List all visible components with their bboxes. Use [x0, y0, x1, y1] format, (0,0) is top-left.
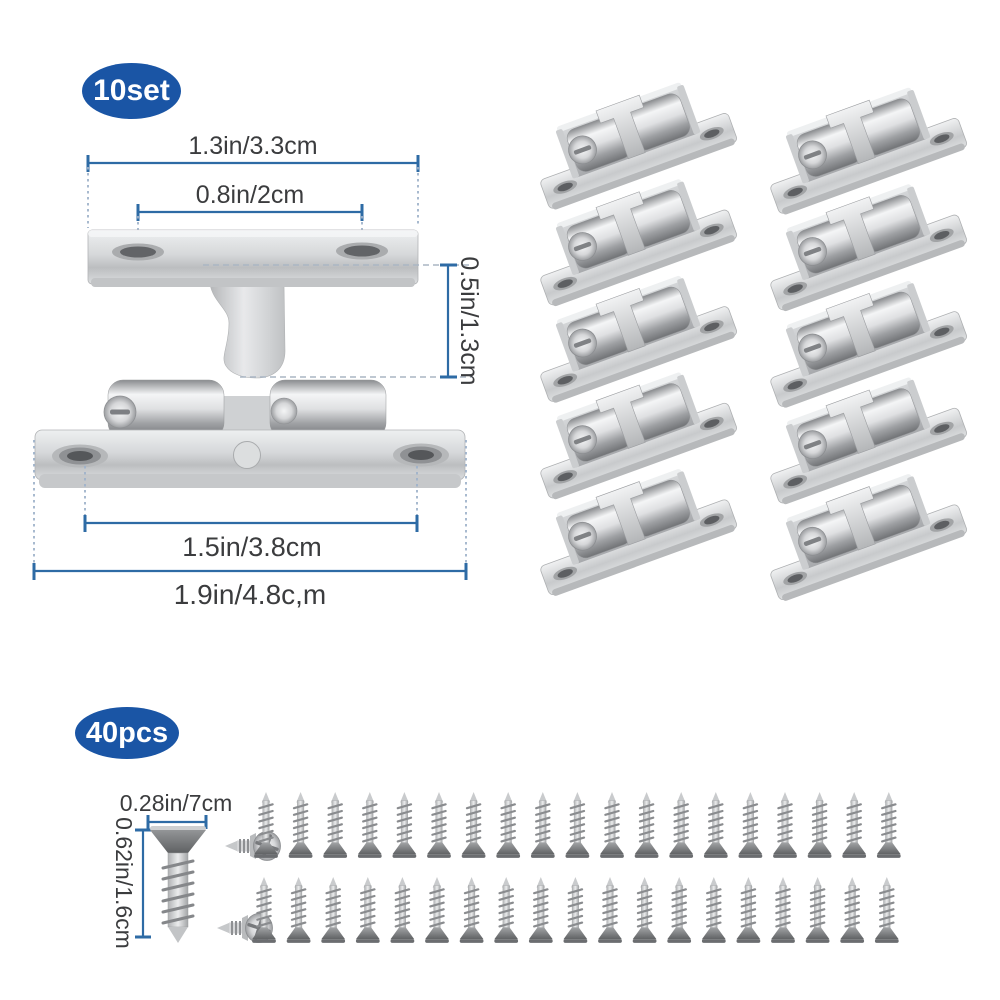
screw-photo	[631, 875, 658, 944]
screw-length-label: 0.62in/1.6cm	[111, 817, 137, 949]
screw-photo	[839, 875, 866, 944]
plate-height-label: 0.5in/1.3cm	[455, 256, 483, 385]
screw-photo	[772, 790, 798, 859]
screw-photo	[426, 790, 452, 859]
screw-photo	[391, 790, 418, 859]
screw-photo	[389, 875, 416, 944]
strike-plate-diagram: 1.3in/3.3cm 0.8in/2cm	[86, 132, 483, 386]
pieces-count-label: 40pcs	[85, 716, 169, 749]
screw-photo	[702, 790, 729, 859]
screw-photo	[875, 790, 902, 859]
screw-photo	[873, 875, 900, 944]
screw-drawing	[150, 826, 206, 943]
screw-photo	[529, 790, 556, 859]
screw-photo	[285, 875, 312, 944]
screw-photo	[354, 875, 381, 944]
pieces-count-badge: 40pcs	[75, 707, 179, 759]
screw-photo	[597, 875, 623, 944]
screw-photo	[424, 875, 450, 944]
screw-photo	[737, 790, 764, 859]
screw-photo	[599, 790, 625, 859]
plate-width-label: 1.3in/3.3cm	[188, 132, 317, 160]
screw-diagram: 0.28in/7cm 0.62in/1.6cm	[111, 790, 232, 949]
screw-photo	[322, 790, 349, 859]
screw-photo	[666, 875, 693, 944]
catch-diagram: 1.5in/3.8cm 1.9in/4.8c,m	[32, 379, 468, 610]
screw-photo	[493, 875, 520, 944]
screw-photo	[287, 790, 314, 859]
screw-photo	[633, 790, 660, 859]
catch-hole-spacing-label: 1.5in/3.8cm	[182, 532, 322, 562]
screw-photo	[770, 875, 796, 944]
strike-plate-drawing	[87, 229, 419, 379]
latch-photo	[523, 68, 740, 212]
screw-photo	[495, 790, 522, 859]
screw-photo	[527, 875, 554, 944]
screw-photo	[804, 875, 831, 944]
screw-photo	[356, 790, 383, 859]
catch-length-label: 1.9in/4.8c,m	[174, 579, 327, 610]
screw-photo	[735, 875, 762, 944]
latch-photo-grid	[523, 68, 970, 604]
screw-photo	[320, 875, 347, 944]
plate-hole-spacing-label: 0.8in/2cm	[196, 181, 304, 209]
screw-photo	[458, 875, 485, 944]
screw-photo	[841, 790, 868, 859]
screw-head-width-label: 0.28in/7cm	[120, 790, 233, 816]
latch-photo	[753, 73, 970, 217]
screw-photo	[460, 790, 487, 859]
screw-photo	[562, 875, 589, 944]
screw-photo	[668, 790, 695, 859]
screw-photo	[700, 875, 727, 944]
screw-photo	[806, 790, 833, 859]
catch-body-drawing	[34, 379, 466, 488]
sets-count-label: 10set	[93, 74, 170, 107]
screw-photo	[564, 790, 591, 859]
screw-photo-rows	[215, 790, 902, 945]
sets-count-badge: 10set	[82, 63, 181, 119]
